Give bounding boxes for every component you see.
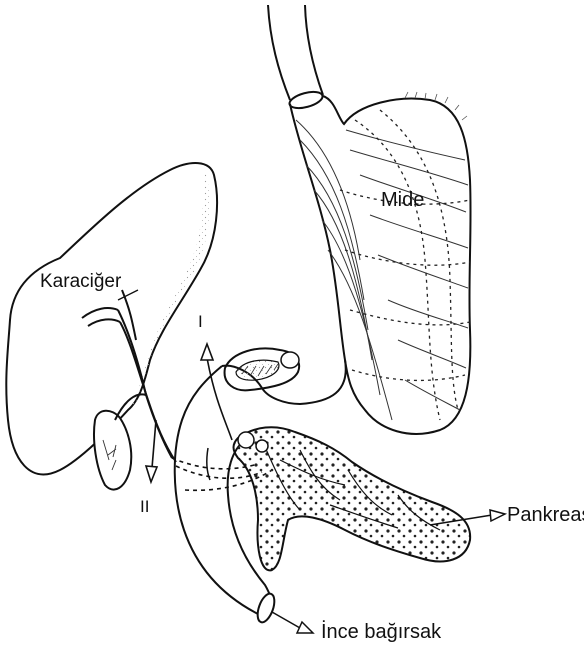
gallbladder <box>94 411 131 490</box>
liver-label: Karaciğer <box>40 272 121 291</box>
stomach-label: Mide <box>381 190 424 210</box>
pancreas-label: Pankreas <box>507 505 584 525</box>
pathway-two-label: II <box>140 498 149 515</box>
small-intestine-label: İnce bağırsak <box>321 622 441 642</box>
pathway-one-label: I <box>198 313 203 330</box>
pylorus <box>225 348 300 390</box>
pancreas <box>234 427 471 570</box>
pathway-two-arrow <box>146 420 157 482</box>
stomach <box>222 92 471 434</box>
pathway-one-arrow <box>201 344 232 440</box>
esophagus <box>268 5 324 111</box>
small-intestine-pointer <box>272 612 313 633</box>
